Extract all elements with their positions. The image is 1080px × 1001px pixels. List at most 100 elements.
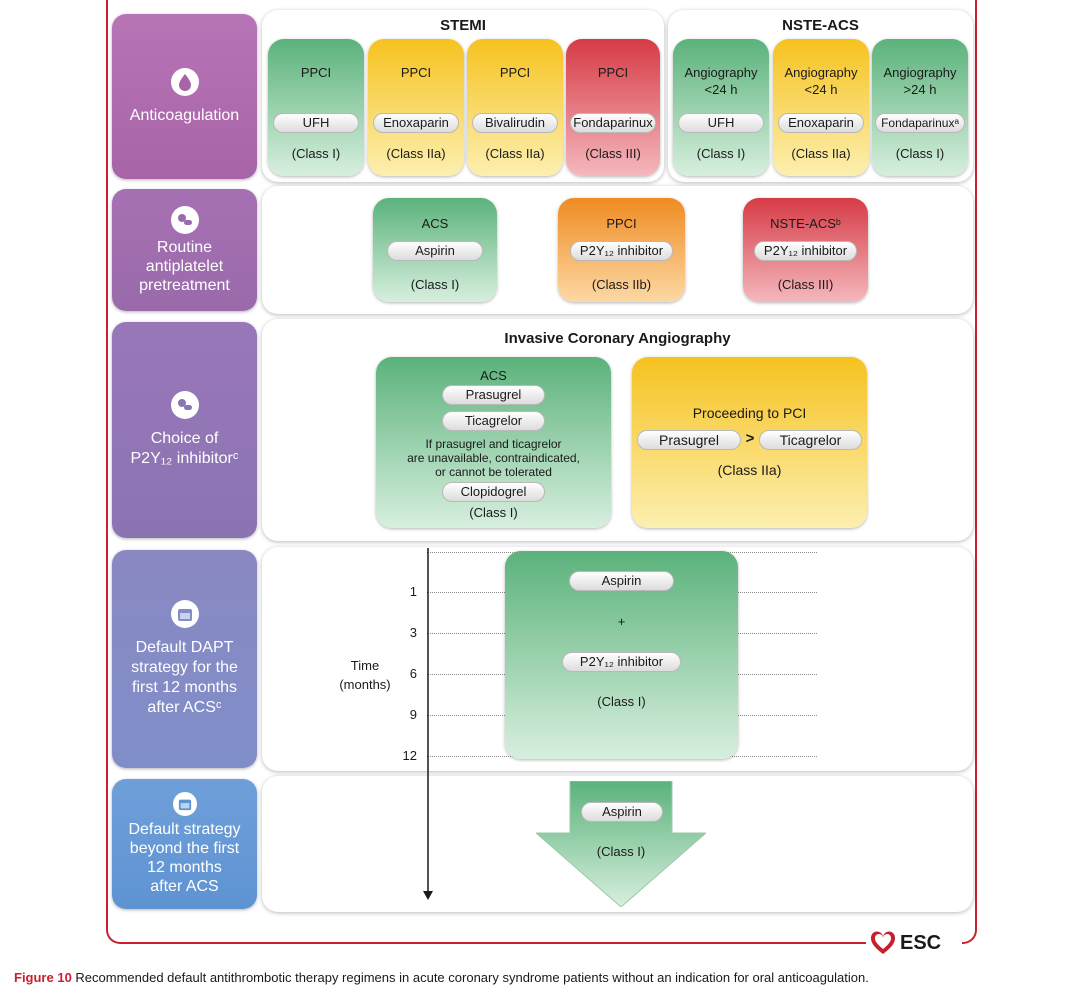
card-title: PPCI bbox=[606, 216, 637, 231]
beyond-label-3: 12 months bbox=[147, 859, 222, 876]
beyond-label-1: Default strategy bbox=[128, 821, 241, 838]
class-label: (Class I) bbox=[895, 146, 945, 161]
drug-pill: UFH bbox=[273, 113, 359, 133]
note-line-1: If prasugrel and ticagrelor bbox=[425, 437, 562, 451]
row-label-anticoagulation: Anticoagulation bbox=[112, 14, 257, 179]
ica-header: Invasive Coronary Angiography bbox=[504, 330, 731, 347]
antiplatelet-label-3: pretreatment bbox=[139, 276, 230, 294]
class-label: (Class IIb) bbox=[591, 277, 652, 292]
drug-pill: P2Y₁₂ inhibitor bbox=[754, 241, 857, 261]
p2y12-label-2: P2Y₁₂ inhibitorᶜ bbox=[130, 450, 239, 467]
antiplatelet-label-1: Routine bbox=[156, 238, 213, 256]
plus-sign: + bbox=[617, 614, 626, 629]
card-title-1: Angiography bbox=[784, 65, 858, 80]
aspirin-pill: Aspirin bbox=[569, 571, 674, 591]
calendar-icon bbox=[170, 600, 199, 628]
heart-icon bbox=[870, 931, 896, 954]
esc-logo: ESC bbox=[866, 928, 962, 958]
class-label: (Class IIa) bbox=[386, 146, 446, 161]
caption-text: Recommended default antithrombotic thera… bbox=[71, 970, 869, 985]
class-label: (Class III) bbox=[585, 146, 641, 161]
tick-label: 1 bbox=[409, 584, 417, 599]
choice-card-acs: ACS Prasugrel Ticagrelor If prasugrel an… bbox=[376, 357, 611, 528]
esc-text: ESC bbox=[900, 931, 942, 954]
row-label-beyond: Default strategy beyond the first 12 mon… bbox=[112, 779, 257, 909]
card-title-2: <24 h bbox=[704, 82, 738, 97]
pill-icon bbox=[170, 205, 199, 234]
note-line-3: or cannot be tolerated bbox=[435, 465, 552, 479]
class-label: (Class IIa) bbox=[791, 146, 851, 161]
dapt-label-1: Default DAPT bbox=[135, 639, 234, 656]
dapt-card: Aspirin + P2Y₁₂ inhibitor (Class I) bbox=[505, 551, 738, 759]
drug-pill: UFH bbox=[678, 113, 764, 133]
class-label: (Class I) bbox=[291, 146, 341, 161]
drug-pill: Fondaparinuxᵃ bbox=[875, 113, 965, 133]
ticagrelor-pill: Ticagrelor bbox=[442, 411, 545, 431]
anticoag-card: Angiography <24 h UFH (Class I) bbox=[673, 39, 769, 176]
anticoag-card: PPCI UFH (Class I) bbox=[268, 39, 364, 176]
card-title: PPCI bbox=[597, 65, 629, 80]
card-title: NSTE-ACSᵇ bbox=[770, 216, 841, 231]
class-label: (Class I) bbox=[410, 277, 460, 292]
calendar-icon bbox=[172, 792, 197, 816]
anticoag-card: Angiography >24 h Fondaparinuxᵃ (Class I… bbox=[872, 39, 968, 176]
anticoag-card: Angiography <24 h Enoxaparin (Class IIa) bbox=[773, 39, 869, 176]
dapt-label-4: after ACSᶜ bbox=[147, 699, 222, 716]
dapt-label-2: strategy for the bbox=[131, 659, 238, 676]
card-title-1: Angiography bbox=[684, 65, 758, 80]
figure-frame bbox=[106, 0, 977, 944]
class-label: (Class I) bbox=[696, 146, 746, 161]
tick-label: 12 bbox=[402, 748, 417, 763]
class-label: (Class I) bbox=[469, 505, 518, 520]
card-title: PPCI bbox=[499, 65, 531, 80]
antiplatelet-card-nste: NSTE-ACSᵇ P2Y₁₂ inhibitor (Class III) bbox=[743, 198, 868, 302]
anticoagulation-label: Anticoagulation bbox=[129, 106, 240, 124]
card-title-2: <24 h bbox=[804, 82, 838, 97]
card-title: Proceeding to PCI bbox=[692, 405, 807, 421]
card-title: PPCI bbox=[400, 65, 432, 80]
pill-icon bbox=[170, 391, 199, 419]
card-title: ACS bbox=[480, 368, 507, 383]
time-arrow bbox=[423, 548, 433, 900]
antiplatelet-card-acs: ACS Aspirin (Class I) bbox=[373, 198, 497, 302]
figure-caption: Figure 10 Recommended default antithromb… bbox=[14, 970, 1074, 985]
class-label: (Class I) bbox=[596, 844, 646, 859]
antiplatelet-card-ppci: PPCI P2Y₁₂ inhibitor (Class IIb) bbox=[558, 198, 685, 302]
antiplatelet-label-2: antiplatelet bbox=[145, 257, 224, 275]
time-axis-label-1: Time bbox=[350, 658, 380, 673]
nste-header: NSTE-ACS bbox=[782, 17, 859, 34]
beyond-arrow bbox=[536, 781, 706, 907]
row-label-p2y12: Choice of P2Y₁₂ inhibitorᶜ bbox=[112, 322, 257, 538]
tick-label: 3 bbox=[409, 625, 417, 640]
prasugrel-pill: Prasugrel bbox=[442, 385, 545, 405]
row-label-antiplatelet: Routine antiplatelet pretreatment bbox=[112, 189, 257, 311]
drug-pill: Enoxaparin bbox=[778, 113, 864, 133]
p2y12-label-1: Choice of bbox=[150, 430, 219, 447]
row-label-dapt: Default DAPT strategy for the first 12 m… bbox=[112, 550, 257, 768]
drug-pill: Enoxaparin bbox=[373, 113, 459, 133]
class-label: (Class IIa) bbox=[485, 146, 545, 161]
class-label: (Class III) bbox=[777, 277, 834, 292]
anticoag-card: PPCI Enoxaparin (Class IIa) bbox=[368, 39, 464, 176]
card-title-1: Angiography bbox=[883, 65, 957, 80]
drug-pill: Bivalirudin bbox=[472, 113, 558, 133]
clopidogrel-pill: Clopidogrel bbox=[442, 482, 545, 502]
anticoag-card: PPCI Bivalirudin (Class IIa) bbox=[467, 39, 563, 176]
choice-card-pci: Proceeding to PCI Prasugrel > Ticagrelor… bbox=[632, 357, 867, 528]
dapt-label-3: first 12 months bbox=[132, 679, 237, 696]
drug-pill: P2Y₁₂ inhibitor bbox=[570, 241, 673, 261]
card-title: PPCI bbox=[300, 65, 332, 80]
tick-label: 6 bbox=[409, 666, 417, 681]
card-title: ACS bbox=[421, 216, 449, 231]
beyond-label-4: after ACS bbox=[150, 878, 219, 895]
anticoag-card: PPCI Fondaparinux (Class III) bbox=[566, 39, 660, 176]
note-line-2: are unavailable, contraindicated, bbox=[407, 451, 580, 465]
prasugrel-pill: Prasugrel bbox=[637, 430, 741, 450]
tick-label: 9 bbox=[409, 707, 417, 722]
drop-icon bbox=[170, 67, 199, 96]
aspirin-pill: Aspirin bbox=[581, 802, 663, 822]
time-axis-label-2: (months) bbox=[339, 677, 391, 692]
class-label: (Class I) bbox=[597, 694, 646, 709]
drug-pill: Fondaparinux bbox=[570, 113, 656, 133]
figure-label: Figure 10 bbox=[14, 970, 72, 985]
